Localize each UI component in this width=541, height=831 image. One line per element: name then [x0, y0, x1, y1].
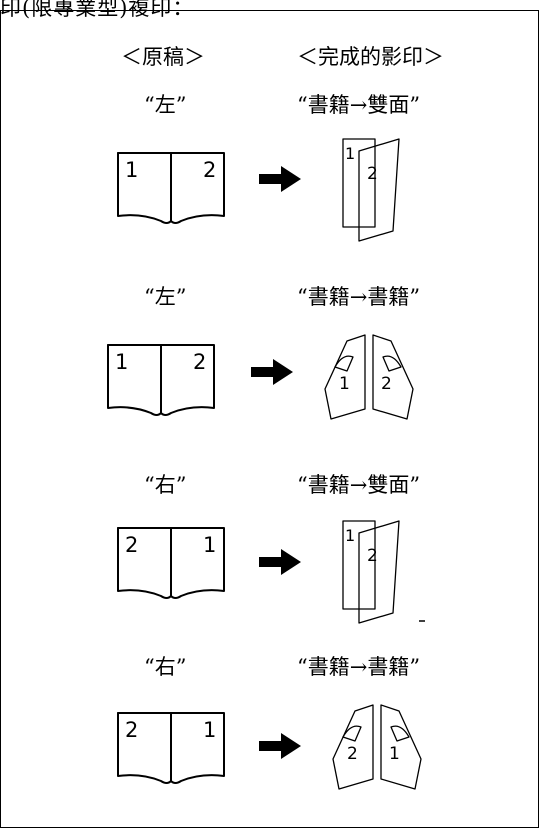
page-number: 2	[367, 546, 378, 566]
page-number: 1	[389, 744, 400, 764]
row4-mode: “書籍→書籍”	[297, 655, 421, 679]
header-original: ＜原稿＞	[121, 45, 205, 69]
right-arrow-icon	[259, 733, 301, 759]
folded-sheet-icon: 1 2	[342, 520, 425, 624]
header-finished: ＜完成的影印＞	[297, 45, 444, 69]
row2-orientation: “左”	[144, 285, 187, 309]
booklet-icon: 1 2	[324, 334, 414, 420]
page-number: 1	[115, 350, 128, 374]
page-number: 2	[193, 350, 206, 374]
row4-orientation: “右”	[144, 655, 187, 679]
folded-sheet-icon: 1 2	[342, 138, 400, 242]
page-number: 1	[345, 526, 355, 545]
page-number: 2	[125, 718, 138, 742]
page-number: 1	[339, 374, 350, 394]
booklet-icon: 2 1	[332, 704, 422, 790]
page-number: 2	[367, 164, 378, 184]
open-book-icon: 1 2	[117, 152, 225, 224]
figure-frame: ＜原稿＞ ＜完成的影印＞ “左” “書籍→雙面” 1 2 1 2 “左” “書籍…	[0, 10, 539, 828]
open-book-icon: 2 1	[117, 712, 225, 784]
page-number: 1	[203, 718, 216, 742]
row3-orientation: “右”	[144, 473, 187, 497]
right-arrow-icon	[251, 359, 293, 385]
row3-mode: “書籍→雙面”	[297, 473, 421, 497]
right-arrow-icon	[259, 549, 301, 575]
row1-orientation: “左”	[144, 93, 187, 117]
open-book-icon: 2 1	[117, 527, 225, 599]
page-number: 2	[203, 158, 216, 182]
right-arrow-icon	[259, 166, 301, 192]
page-number: 1	[125, 158, 138, 182]
page-number: 2	[381, 374, 392, 394]
row1-mode: “書籍→雙面”	[297, 93, 421, 117]
page-number: 1	[203, 533, 216, 557]
page-number: 2	[347, 744, 358, 764]
page-number: 1	[345, 144, 355, 163]
page-number: 2	[125, 533, 138, 557]
open-book-icon: 1 2	[107, 344, 215, 416]
row2-mode: “書籍→書籍”	[297, 285, 421, 309]
